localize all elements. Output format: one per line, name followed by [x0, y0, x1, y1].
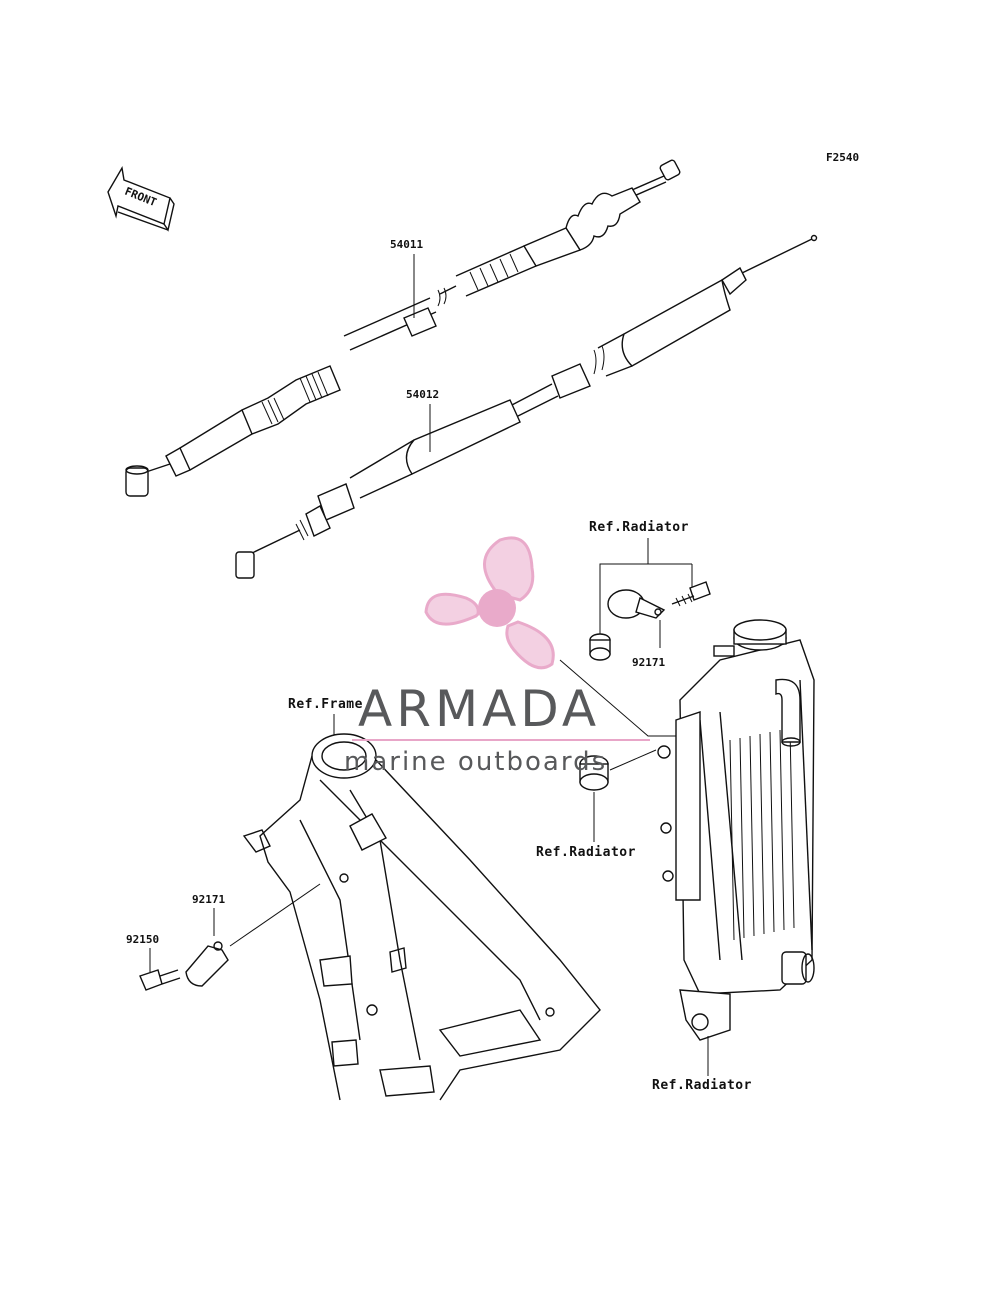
label-92150: 92150 [126, 933, 159, 946]
label-54012: 54012 [406, 388, 439, 401]
ref-radiator-bottom: Ref.Radiator [652, 1078, 752, 1093]
radiator [657, 619, 815, 1041]
watermark-subtitle: marine outboards [344, 747, 607, 777]
cable-54012 [235, 234, 818, 579]
clamp-92171-upper [607, 589, 666, 648]
grommet-upper-icon [589, 633, 611, 661]
bolt-92150-icon [139, 969, 181, 991]
cable-54011 [125, 159, 681, 497]
armada-logo-icon [424, 536, 555, 670]
frame [242, 733, 601, 1101]
ref-radiator-top: Ref.Radiator [589, 520, 689, 535]
figure-code: F2540 [826, 151, 859, 164]
ref-radiator-mid: Ref.Radiator [536, 845, 636, 860]
clamp-92171-lower [185, 941, 229, 987]
watermark-title: ARMADA [358, 680, 600, 738]
grommet-mid-icon [579, 755, 609, 791]
front-arrow-icon: FRONT [107, 165, 175, 232]
bolt-upper-icon [671, 581, 711, 607]
label-92171-lower: 92171 [192, 893, 225, 906]
label-92171-upper: 92171 [632, 656, 665, 669]
label-54011: 54011 [390, 238, 423, 251]
ref-frame: Ref.Frame [288, 697, 363, 712]
